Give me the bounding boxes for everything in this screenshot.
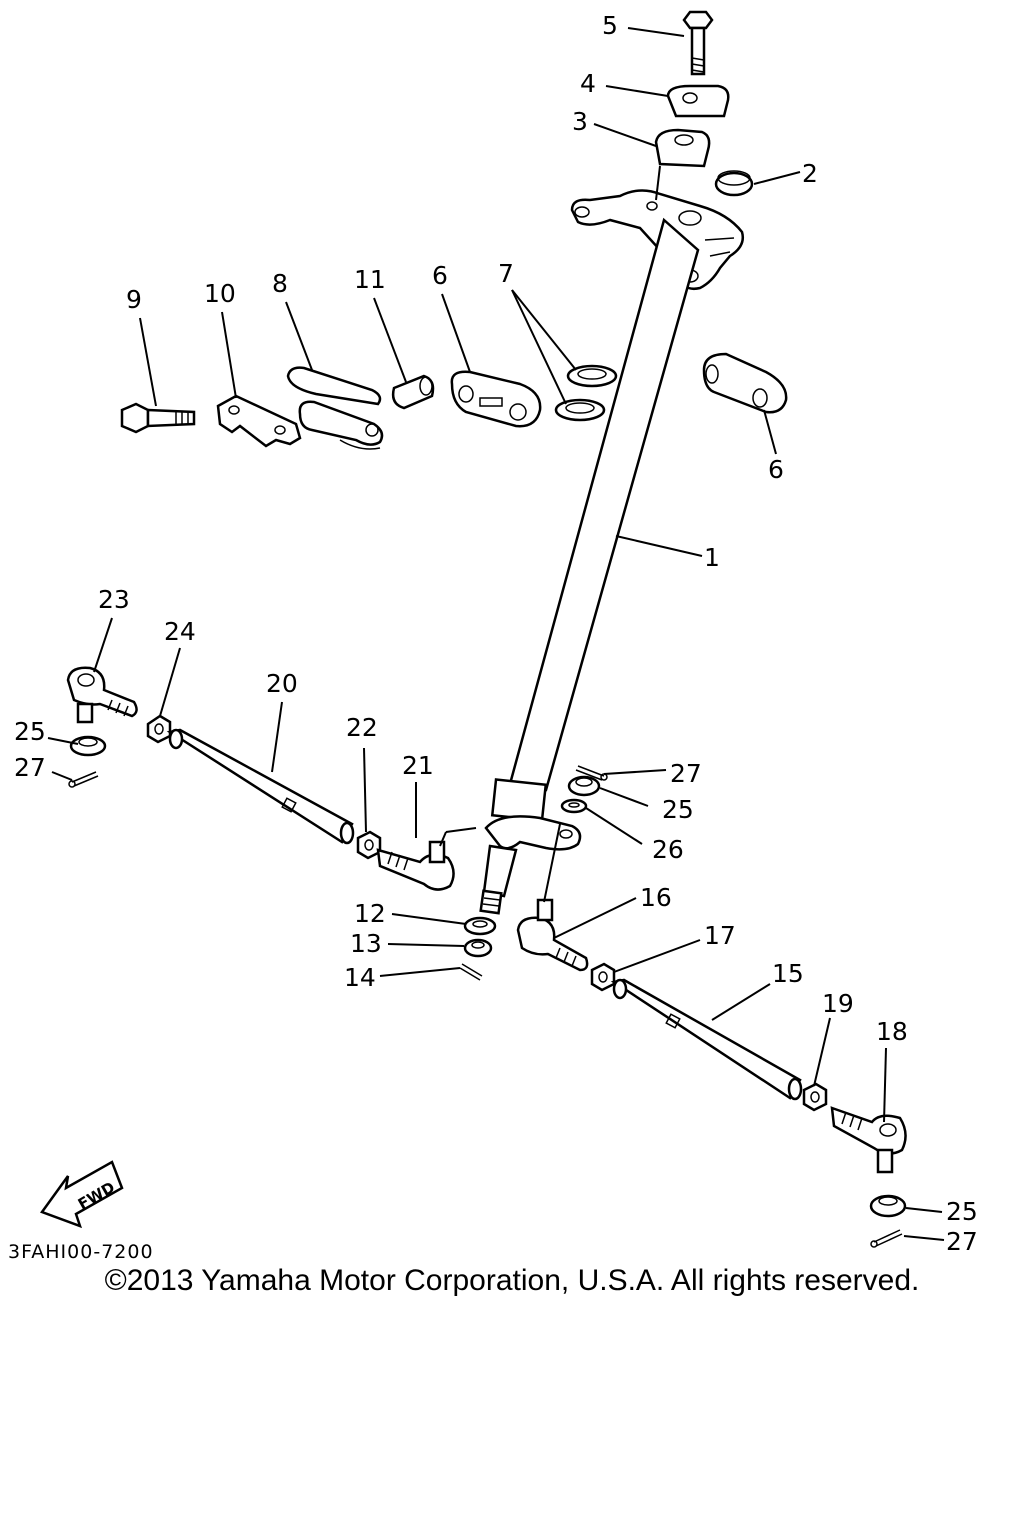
- callout-9: 9: [126, 285, 142, 314]
- part-6-column-clamp-right: [702, 352, 788, 414]
- callout-27-right: 27: [946, 1227, 978, 1256]
- callout-27-center: 27: [670, 759, 702, 788]
- leader-lines: [47, 27, 945, 1241]
- callout-25-center: 25: [662, 795, 694, 824]
- callout-25-left: 25: [14, 717, 46, 746]
- callout-5: 5: [602, 11, 618, 40]
- callout-19: 19: [822, 989, 854, 1018]
- part-5-bolt: [682, 10, 714, 76]
- part-18-tie-rod-end: [830, 1106, 907, 1174]
- part-20-tie-rod: [166, 728, 355, 845]
- callout-16: 16: [640, 883, 672, 912]
- part-17-nut: [590, 962, 616, 992]
- part-12-washer: [463, 916, 497, 936]
- part-14-cotter-pin: [459, 963, 483, 981]
- callout-23: 23: [98, 585, 130, 614]
- part-26-washer: [560, 798, 588, 814]
- forward-arrow-icon: FWD: [40, 1160, 124, 1229]
- part-21-tie-rod-end: [376, 840, 455, 891]
- part-8-bracket: [286, 366, 384, 450]
- part-19-nut: [802, 1082, 828, 1112]
- callout-2: 2: [802, 159, 818, 188]
- callout-6-right: 6: [768, 455, 784, 484]
- callout-7: 7: [498, 259, 514, 288]
- callout-20: 20: [266, 669, 298, 698]
- callout-10: 10: [204, 279, 236, 308]
- callout-21: 21: [402, 751, 434, 780]
- part-3-lower-holder: [654, 128, 711, 168]
- part-24-nut: [146, 714, 172, 744]
- callout-27-left: 27: [14, 753, 46, 782]
- callout-labels: 5 4 3 2 9 10 8 11 6 7 6 1 23 24 20 22 21…: [14, 11, 978, 1256]
- callout-6-left: 6: [432, 261, 448, 290]
- callout-14: 14: [344, 963, 376, 992]
- callout-22: 22: [346, 713, 378, 742]
- callout-11: 11: [354, 265, 386, 294]
- callout-8: 8: [272, 269, 288, 298]
- part-7-spring-washers: [554, 364, 618, 422]
- callout-26: 26: [652, 835, 684, 864]
- part-10-lock-plate: [216, 394, 302, 448]
- part-9-bolt: [120, 402, 196, 434]
- part-23-tie-rod-end: [66, 666, 138, 724]
- callout-17: 17: [704, 921, 736, 950]
- callout-3: 3: [572, 107, 588, 136]
- callout-24: 24: [164, 617, 196, 646]
- copyright-notice: ©2013 Yamaha Motor Corporation, U.S.A. A…: [104, 1264, 920, 1297]
- callout-13: 13: [350, 929, 382, 958]
- part-15-tie-rod: [610, 978, 803, 1101]
- part-22-nut: [356, 830, 382, 860]
- part-27-cotter-pin-left: [68, 771, 99, 788]
- callout-18: 18: [876, 1017, 908, 1046]
- callout-1: 1: [704, 543, 720, 572]
- part-25-castle-nut-center: [567, 775, 601, 797]
- part-4-upper-holder: [666, 84, 730, 118]
- callout-12: 12: [354, 899, 386, 928]
- part-2-cap: [714, 170, 754, 197]
- part-25-castle-nut-left: [69, 735, 107, 757]
- part-6-column-clamp-left: [450, 370, 542, 428]
- part-25-castle-nut-right: [869, 1194, 907, 1218]
- part-11-collar: [391, 374, 435, 410]
- drawing-code: 3FAHI00-7200: [8, 1241, 154, 1263]
- callout-15: 15: [772, 959, 804, 988]
- part-16-tie-rod-end: [516, 898, 589, 972]
- callout-4: 4: [580, 69, 596, 98]
- part-27-cotter-pin-right: [870, 1229, 903, 1248]
- callout-25-right: 25: [946, 1197, 978, 1226]
- part-13-nut: [463, 938, 493, 958]
